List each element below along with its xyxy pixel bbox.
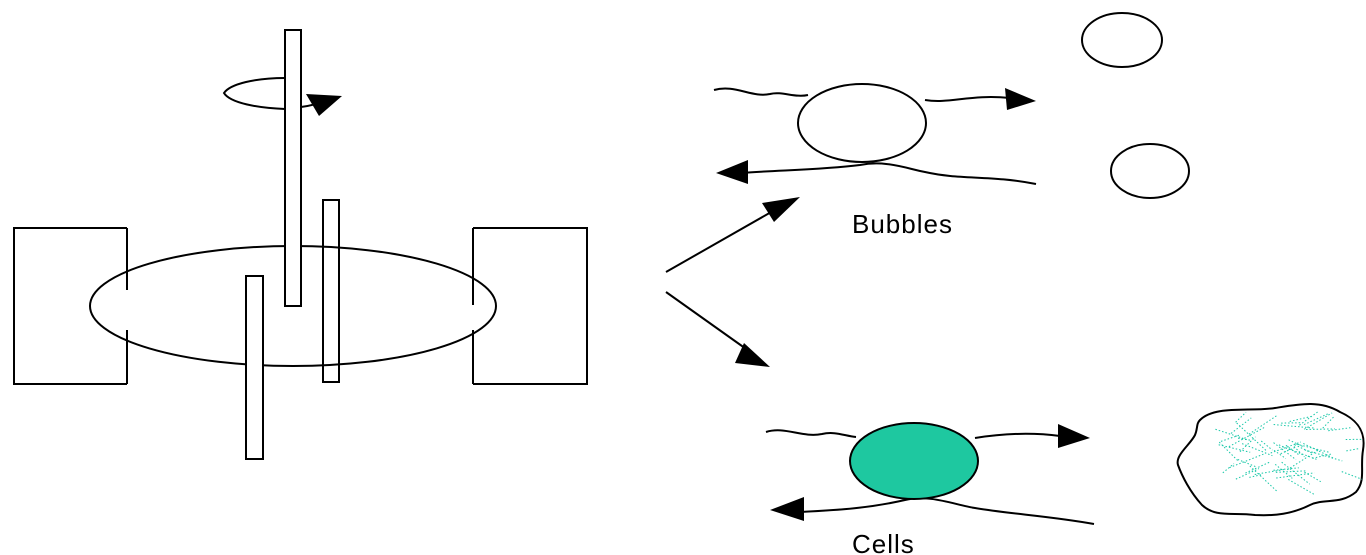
branch-arrows xyxy=(665,197,800,367)
arrow-to-cells-head-icon xyxy=(735,343,770,367)
debris-strand xyxy=(1241,443,1273,457)
debris-strand xyxy=(1229,452,1266,469)
bubbles-flow-bottom-arrowhead-icon xyxy=(716,160,748,184)
debris-strand xyxy=(1254,468,1285,475)
debris-strand xyxy=(1273,467,1299,471)
debris-strand xyxy=(1286,449,1319,471)
cells-panel: Cells xyxy=(765,403,1365,555)
debris-strand xyxy=(1235,468,1260,480)
debris-strand xyxy=(1236,422,1267,451)
debris-strand xyxy=(1280,447,1296,455)
debris-strand xyxy=(1273,442,1297,461)
debris-strand xyxy=(1238,437,1251,441)
debris-strand xyxy=(1273,424,1315,429)
bubbles-flow-top-arrowhead-icon xyxy=(1005,88,1036,110)
debris-strand xyxy=(1288,478,1316,496)
arrow-to-cells xyxy=(665,291,757,357)
debris-strand xyxy=(1273,449,1287,459)
debris-strand xyxy=(1239,436,1256,453)
debris-strand xyxy=(1218,441,1238,461)
bubble-result-2 xyxy=(1110,143,1190,199)
debris-strand xyxy=(1274,463,1293,479)
arrow-to-bubbles-head-icon xyxy=(762,197,800,222)
rotation-arrowhead-icon xyxy=(306,94,342,116)
debris-strand xyxy=(1248,414,1278,435)
debris-strand xyxy=(1293,446,1305,458)
debris-strand xyxy=(1281,461,1311,485)
debris-strand xyxy=(1322,415,1335,429)
debris-strand xyxy=(1285,444,1299,455)
impeller-shaft xyxy=(284,29,302,307)
right-baffle xyxy=(473,227,588,385)
debris-strand xyxy=(1276,472,1315,479)
cells-flow-bottom xyxy=(799,497,1095,525)
debris-strand xyxy=(1341,471,1363,480)
left-baffle xyxy=(13,227,127,385)
rotation-arc xyxy=(222,77,321,110)
bubbles-flow-bottom xyxy=(739,162,1037,185)
arrow-to-bubbles xyxy=(665,206,781,273)
cell-ruptured xyxy=(1176,403,1365,517)
debris-strand xyxy=(1289,416,1311,422)
debris-strand xyxy=(1296,443,1331,454)
bubble-result-1 xyxy=(1081,12,1163,68)
cell-debris xyxy=(1215,410,1363,496)
bubbles-flow-top xyxy=(713,87,1011,102)
debris-strand xyxy=(1260,440,1273,451)
debris-strand xyxy=(1235,411,1247,423)
stirred-tank xyxy=(13,29,588,460)
cells-flow-top-arrowhead-icon xyxy=(1058,424,1090,448)
debris-strand xyxy=(1303,412,1333,430)
debris-strand xyxy=(1249,474,1262,478)
bubbles-panel: Bubbles xyxy=(713,12,1190,239)
debris-strand xyxy=(1304,449,1343,462)
debris-strand xyxy=(1303,413,1329,426)
debris-strand xyxy=(1275,470,1306,473)
debris-strand xyxy=(1230,417,1252,434)
debris-strand xyxy=(1249,465,1278,493)
rear-rod xyxy=(322,199,340,383)
debris-strand xyxy=(1282,446,1319,461)
debris-strand xyxy=(1304,471,1322,483)
debris-strand xyxy=(1328,427,1351,432)
cell-intact xyxy=(849,422,979,500)
debris-strand xyxy=(1306,428,1335,430)
debris-strand xyxy=(1346,448,1360,452)
cells-label: Cells xyxy=(852,529,915,555)
debris-strand xyxy=(1222,463,1235,474)
debris-strand xyxy=(1245,461,1270,474)
front-rod xyxy=(245,275,264,460)
debris-strand xyxy=(1299,410,1320,426)
cells-flow-bottom-arrowhead-icon xyxy=(770,497,804,521)
bubble-sheared xyxy=(797,83,927,163)
bubbles-label: Bubbles xyxy=(852,209,953,239)
cells-flow-top xyxy=(765,429,1061,439)
debris-strand xyxy=(1288,439,1304,448)
debris-strand xyxy=(1303,443,1335,460)
